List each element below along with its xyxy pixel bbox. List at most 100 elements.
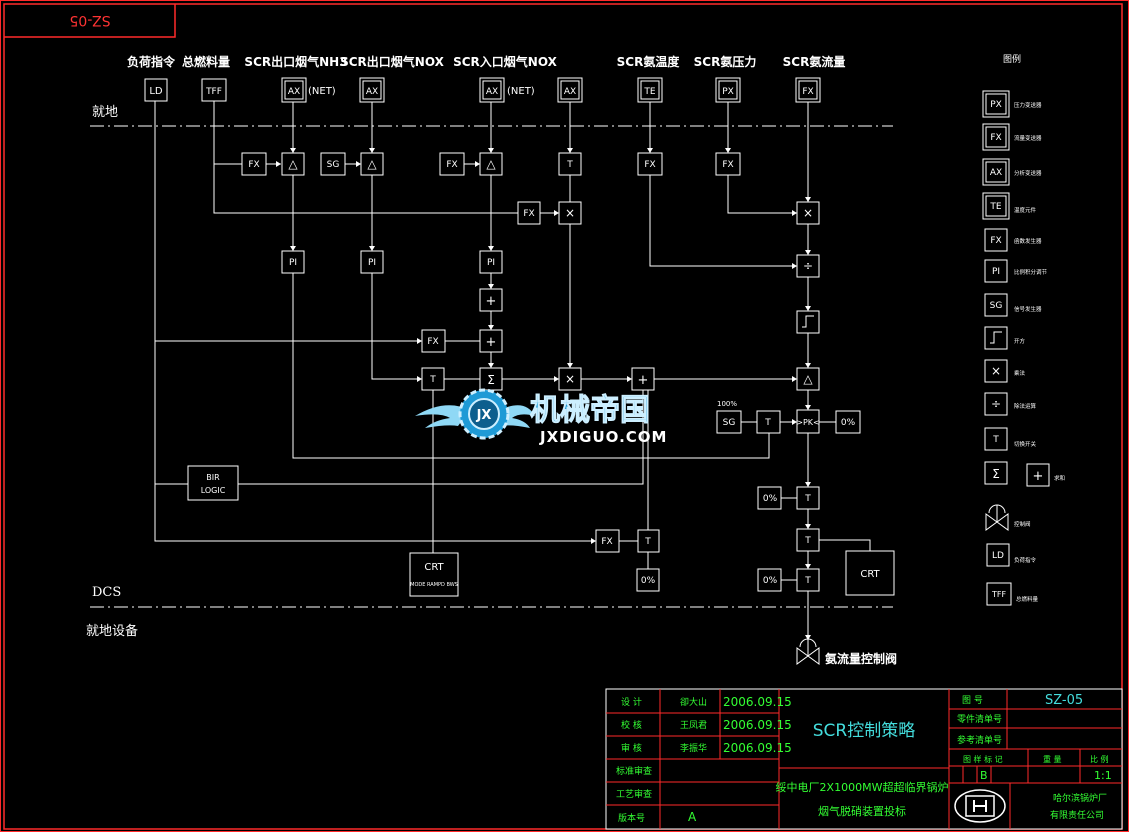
- zone-field-label: 就地设备: [86, 623, 138, 639]
- svg-text:△: △: [367, 157, 377, 171]
- corner-tag-box: [4, 4, 176, 38]
- block-sqrt: [796, 310, 820, 334]
- svg-text:×: ×: [803, 206, 813, 220]
- svg-text:LD: LD: [149, 86, 163, 97]
- svg-text:总燃料量: 总燃料量: [1016, 595, 1039, 603]
- block-bir-logic: BIR LOGIC: [187, 465, 239, 501]
- tb-version: A: [688, 810, 697, 824]
- tb-drawing-no: SZ-05: [1045, 693, 1083, 708]
- svg-text:BIR: BIR: [206, 473, 220, 482]
- block-plus-3: +: [631, 367, 655, 391]
- svg-text:FX: FX: [990, 133, 1001, 143]
- block-ax-4: AX: [557, 77, 583, 103]
- svg-text:求和: 求和: [1054, 474, 1065, 482]
- svg-text:0%: 0%: [763, 494, 778, 504]
- legend-valve: 控制阀: [985, 504, 1031, 531]
- block-mult-1: ×: [558, 201, 582, 225]
- tb-scale: 1:1: [1094, 769, 1112, 782]
- block-fx-5: FX: [517, 201, 541, 225]
- block-fx-3: FX: [637, 152, 663, 176]
- block-t-6: T: [796, 528, 820, 552]
- block-fx-1: FX: [241, 152, 267, 176]
- svg-text:+: +: [486, 294, 497, 309]
- block-t-4: T: [796, 486, 820, 510]
- tb-project-2: 烟气脱硝装置投标: [818, 804, 906, 818]
- legend-sum: Σ+求和: [984, 461, 1065, 487]
- block-zero-2: 0%: [757, 486, 782, 510]
- svg-text:SG: SG: [723, 418, 736, 428]
- legend-mult: ×乘法: [984, 359, 1026, 383]
- svg-text:T: T: [764, 418, 771, 428]
- svg-text:乘法: 乘法: [1014, 369, 1026, 377]
- header-nh3-press: SCR氨压力: [694, 54, 757, 69]
- svg-text:FX: FX: [990, 236, 1001, 246]
- svg-text:0%: 0%: [841, 418, 856, 428]
- svg-text:△: △: [288, 157, 298, 171]
- svg-text:×: ×: [565, 372, 575, 386]
- tb-role-3: 审 核: [621, 742, 642, 754]
- block-ax-nox-in: AX: [479, 77, 505, 103]
- block-pk: >PK<: [796, 409, 820, 434]
- svg-text:温度元件: 温度元件: [1014, 206, 1037, 214]
- valve-label: 氨流量控制阀: [825, 651, 897, 666]
- tb-stage: B: [980, 769, 988, 782]
- svg-text:压力变送器: 压力变送器: [1014, 101, 1042, 109]
- block-t-2: T: [421, 367, 445, 391]
- svg-text:FX: FX: [427, 337, 438, 347]
- svg-text:FX: FX: [722, 160, 733, 170]
- svg-text:除法运算: 除法运算: [1014, 402, 1037, 410]
- block-t-3: T: [756, 410, 781, 434]
- block-fx-7: FX: [595, 529, 620, 553]
- svg-text:FX: FX: [802, 87, 813, 97]
- svg-text:T: T: [429, 375, 436, 385]
- watermark-brand: 机械帝国: [530, 393, 650, 428]
- block-delta-1: △: [281, 152, 305, 176]
- block-sg-2: SG: [716, 410, 742, 434]
- header-nh3-flow: SCR氨流量: [783, 54, 846, 69]
- svg-text:负荷指令: 负荷指令: [1014, 556, 1037, 564]
- svg-text:PI: PI: [487, 258, 495, 268]
- net-label-1: (NET): [308, 86, 336, 97]
- legend-div: ÷ 除法运算: [984, 392, 1037, 416]
- tb-project-1: 绥中电厂2X1000MW超超临界锅炉: [776, 780, 949, 794]
- tb-weight-label: 重 量: [1043, 754, 1062, 764]
- block-pi-2: PI: [360, 250, 384, 274]
- block-delta-3: △: [479, 152, 503, 176]
- header-nh3-temp: SCR氨温度: [617, 54, 681, 69]
- svg-text:CRT: CRT: [424, 562, 444, 573]
- svg-text:÷: ÷: [991, 397, 1001, 411]
- block-delta-2: △: [360, 152, 384, 176]
- block-plus-1: +: [479, 288, 503, 312]
- tb-role-1: 设 计: [621, 696, 642, 708]
- tb-drawing-no-label: 图 号: [962, 695, 983, 706]
- svg-text:T: T: [804, 576, 811, 586]
- svg-text:AX: AX: [486, 87, 498, 97]
- watermark: JX 机械帝国 JXDIGUO.COM: [415, 388, 666, 446]
- block-crt-2: CRT: [845, 550, 895, 596]
- svg-text:T: T: [644, 537, 651, 547]
- block-sigma: Σ: [479, 367, 503, 391]
- tb-date-3: 2006.09.15: [723, 741, 792, 755]
- svg-text:FX: FX: [601, 537, 612, 547]
- header-nh3-out: SCR出口烟气NH3: [244, 54, 347, 69]
- svg-text:控制阀: 控制阀: [1014, 520, 1031, 528]
- svg-text:T: T: [804, 494, 811, 504]
- transmitter-blocks: LD TFF AX (NET) AX AX (NET) AX: [144, 77, 821, 103]
- tb-date-2: 2006.09.15: [723, 718, 792, 732]
- svg-text:开方: 开方: [1014, 337, 1026, 345]
- svg-text:LOGIC: LOGIC: [201, 486, 226, 495]
- svg-text:>PK<: >PK<: [796, 418, 819, 427]
- svg-text:+: +: [638, 373, 649, 388]
- hundred-label: 100%: [717, 400, 737, 408]
- inner-border: [3, 3, 1123, 830]
